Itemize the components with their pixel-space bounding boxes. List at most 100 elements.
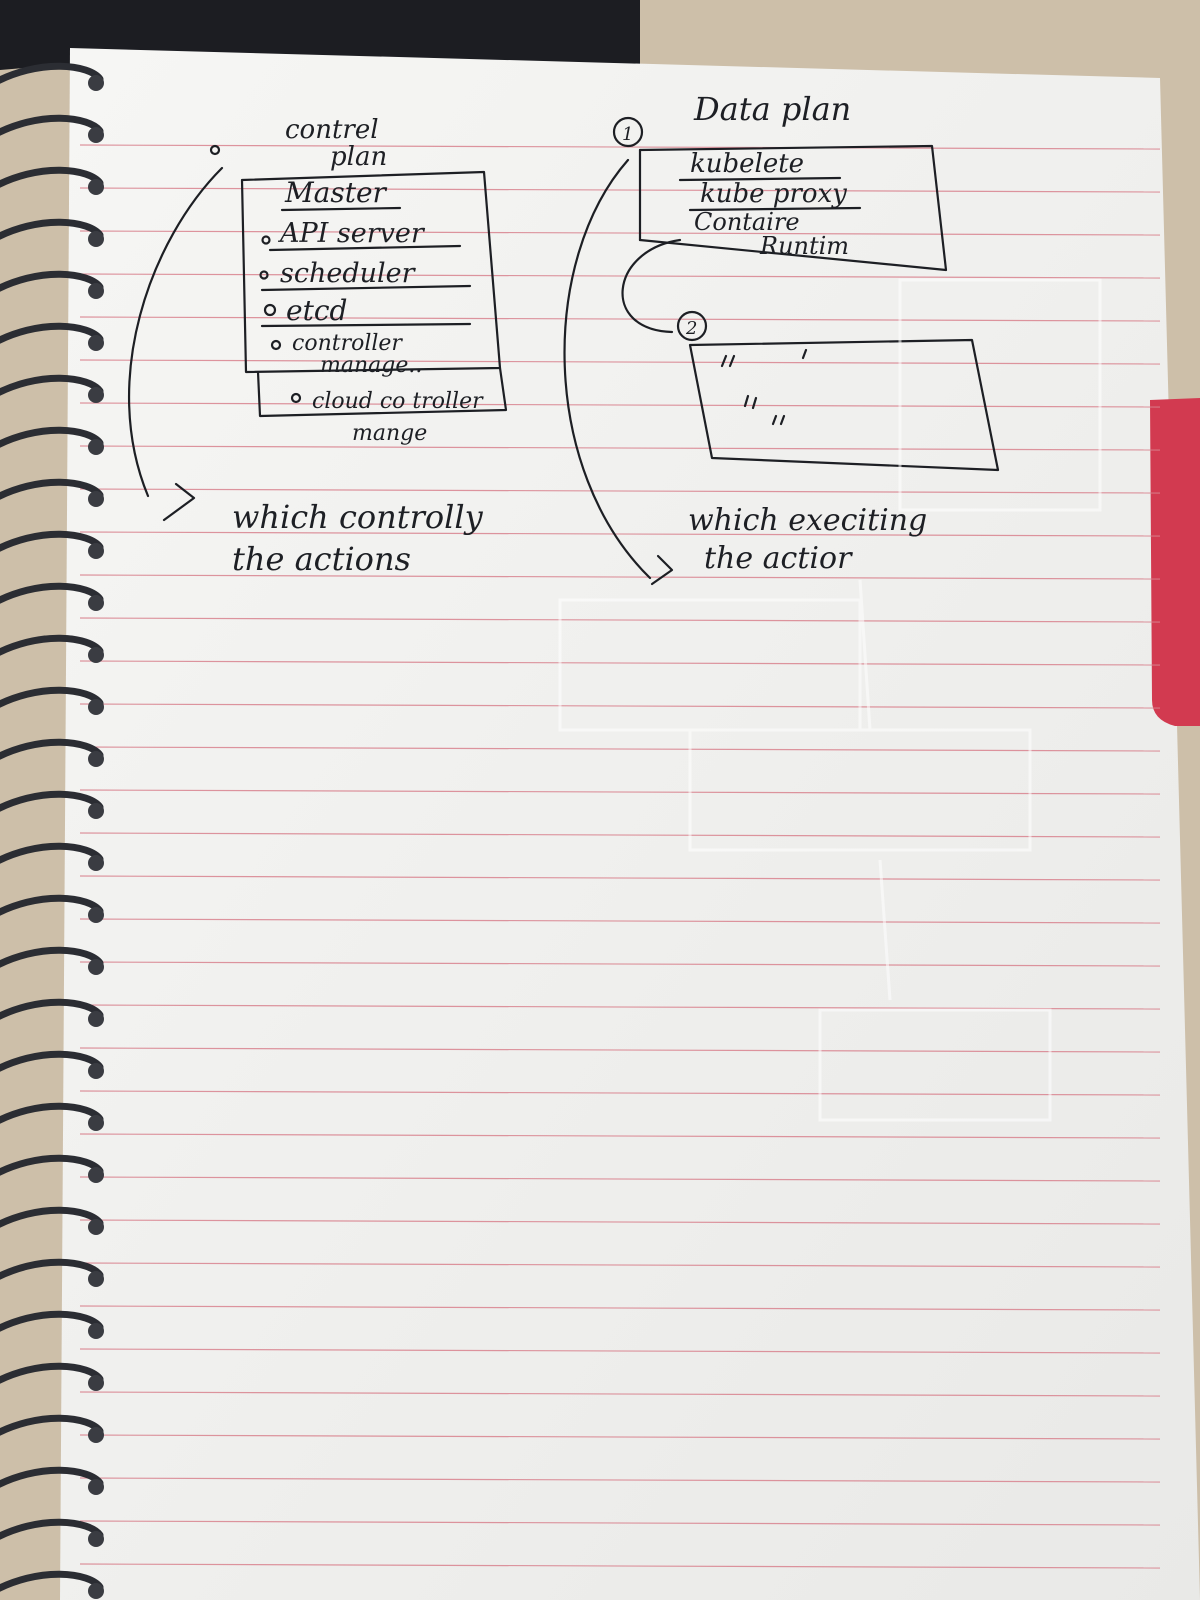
punch-hole	[88, 1323, 104, 1339]
item-manage: manage..	[320, 353, 422, 378]
control-plane-arrow	[128, 166, 224, 498]
spiral-ring	[0, 374, 104, 396]
control-plane-caption-line1: which controlly	[232, 498, 484, 536]
control-plane-notes: contrel plan Master API server scheduler…	[128, 115, 508, 578]
punch-hole	[88, 1219, 104, 1235]
marker-2: 2	[685, 318, 697, 339]
ruled-line	[79, 1563, 1161, 1569]
data-plane-heading: Data plan	[693, 90, 851, 128]
item-kubelete: kubelete	[690, 149, 804, 179]
punch-hole	[88, 231, 104, 247]
data-plane-notes: 1 Data plan kubelete kube proxy Contaire…	[563, 90, 1000, 586]
item-scheduler: scheduler	[280, 258, 417, 289]
ruled-line	[79, 1305, 1161, 1311]
punch-hole	[88, 127, 104, 143]
spiral-ring	[0, 1362, 104, 1384]
ruled-line	[79, 574, 1161, 580]
data-plane-caption-line1: which execiting	[688, 503, 927, 538]
ruled-line	[79, 789, 1161, 795]
ruled-line	[79, 187, 1161, 193]
spiral-ring	[0, 738, 104, 760]
spiral-binding	[0, 62, 104, 1599]
ruled-line	[79, 1520, 1161, 1526]
bullet-dot	[290, 392, 302, 404]
item-master: Master	[284, 176, 388, 209]
punch-hole	[88, 855, 104, 871]
ruled-line	[79, 1090, 1161, 1096]
punch-hole	[88, 1011, 104, 1027]
ruled-line	[79, 445, 1161, 451]
control-plane-caption-line2: the actions	[232, 540, 411, 578]
punch-hole	[88, 803, 104, 819]
ruled-line	[79, 1348, 1161, 1354]
punch-hole	[88, 699, 104, 715]
spiral-ring	[0, 686, 104, 708]
ruled-line	[79, 359, 1161, 365]
underline	[260, 284, 472, 292]
control-plane-box-extension	[256, 366, 508, 418]
control-plane-heading-line1: contrel	[285, 115, 379, 145]
marker-1: 1	[622, 124, 633, 145]
bullet-dot	[263, 303, 277, 317]
spiral-ring	[0, 1310, 104, 1332]
punch-hole	[88, 1115, 104, 1131]
bullet-dot	[270, 339, 282, 351]
punch-hole	[88, 179, 104, 195]
ruled-line	[79, 1477, 1161, 1483]
spiral-ring	[0, 530, 104, 552]
punch-hole	[88, 335, 104, 351]
spiral-ring	[0, 1518, 104, 1540]
punch-hole	[88, 1427, 104, 1443]
spiral-ring	[0, 842, 104, 864]
spiral-ring	[0, 1414, 104, 1436]
punch-hole	[88, 543, 104, 559]
punch-hole	[88, 387, 104, 403]
embossed-impressions	[558, 278, 1102, 1122]
ruled-line	[79, 1047, 1161, 1053]
spiral-ring	[0, 166, 104, 188]
ruled-line	[79, 1434, 1161, 1440]
item-mange: mange	[352, 421, 427, 446]
item-api-server: API server	[277, 218, 426, 249]
punch-hole	[88, 75, 104, 91]
marker-1-circle	[612, 116, 644, 148]
ruled-line	[79, 1262, 1161, 1268]
ruled-line	[79, 832, 1161, 838]
ruled-line	[79, 918, 1161, 924]
spiral-ring	[0, 218, 104, 240]
spiral-ring	[0, 1102, 104, 1124]
item-container: Contaire	[694, 208, 800, 236]
spiral-ring	[0, 1050, 104, 1072]
spiral-ring	[0, 1258, 104, 1280]
punch-hole	[88, 1531, 104, 1547]
punch-hole	[88, 1583, 104, 1599]
spiral-ring	[0, 894, 104, 916]
data-plane-arrow	[563, 158, 652, 580]
item-runtime: Runtim	[759, 232, 849, 260]
ruled-line	[79, 703, 1161, 709]
ruled-line	[79, 531, 1161, 537]
punch-hole	[88, 907, 104, 923]
spiral-ring	[0, 322, 104, 344]
underline	[268, 244, 462, 252]
ruled-line	[79, 660, 1161, 666]
underline	[678, 176, 842, 182]
ruled-line	[79, 875, 1161, 881]
spiral-ring	[0, 946, 104, 968]
ruled-line	[79, 961, 1161, 967]
spiral-ring	[0, 62, 104, 84]
punch-hole	[88, 283, 104, 299]
ruled-line	[79, 1133, 1161, 1139]
bullet-dot	[209, 144, 221, 156]
ruled-line	[79, 316, 1161, 322]
spiral-ring	[0, 634, 104, 656]
spiral-ring	[0, 426, 104, 448]
underline	[688, 206, 862, 212]
spiral-ring	[0, 270, 104, 292]
arrow-head	[162, 482, 196, 522]
punch-hole	[88, 959, 104, 975]
ruled-line	[79, 488, 1161, 494]
punch-hole	[88, 1375, 104, 1391]
ruled-line	[79, 1219, 1161, 1225]
